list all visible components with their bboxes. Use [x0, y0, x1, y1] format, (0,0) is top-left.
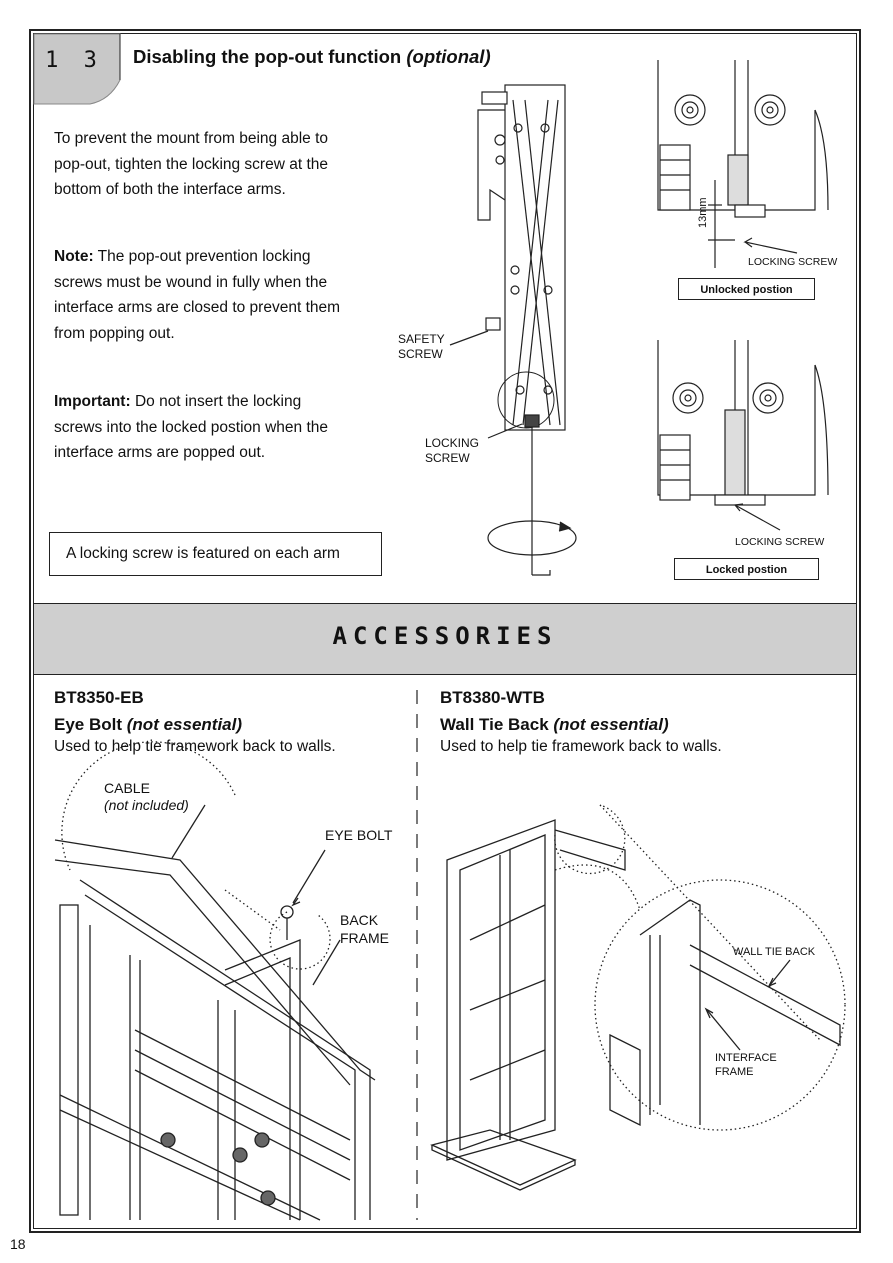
dimension-label: 13mm	[697, 197, 709, 228]
page-number: 18	[10, 1236, 26, 1252]
locking-screw-label: LOCKING SCREW	[425, 436, 479, 466]
important-label: Important:	[54, 393, 131, 410]
instruction-paragraph: To prevent the mount from being able to …	[54, 130, 328, 198]
safety-screw-label-line1: SAFETY	[398, 332, 445, 346]
important-paragraph: Important: Do not insert the locking scr…	[54, 389, 344, 466]
cable-label-text: CABLE	[104, 780, 150, 796]
unlocked-caption: Unlocked postion	[678, 278, 815, 300]
locking-screw-label-line1: LOCKING	[425, 436, 480, 450]
cable-label: CABLE (not included)	[104, 780, 189, 814]
locking-screw-label-line2: SCREW	[425, 451, 470, 465]
eye-bolt-description: Used to help tie framework back to walls…	[54, 738, 336, 755]
locked-caption: Locked postion	[674, 558, 819, 580]
back-frame-label-line2: FRAME	[340, 930, 389, 946]
eye-bolt-qualifier: (not essential)	[126, 715, 243, 734]
page-outer-border	[29, 29, 861, 1233]
wall-tie-back-code: BT8380-WTB	[440, 688, 545, 707]
step-title: Disabling the pop-out function (optional…	[133, 46, 491, 68]
interface-frame-label-line1: INTERFACE	[715, 1052, 777, 1064]
eye-bolt-name-text: Eye Bolt	[54, 715, 123, 734]
wall-tie-back-qualifier: (not essential)	[553, 715, 669, 734]
wall-tie-back-description: Used to help tie framework back to walls…	[440, 738, 722, 755]
eye-bolt-label: EYE BOLT	[325, 827, 393, 843]
step-number: 1 3	[45, 48, 103, 73]
locking-screw-bottom-label: LOCKING SCREW	[735, 536, 825, 548]
interface-frame-label: INTERFACE FRAME	[715, 1051, 777, 1079]
eye-bolt-code: BT8350-EB	[54, 688, 144, 707]
step-title-optional: (optional)	[406, 46, 491, 67]
note-text: The pop-out prevention locking screws mu…	[54, 248, 341, 342]
back-frame-label: BACK FRAME	[340, 911, 389, 947]
safety-screw-label: SAFETY SCREW	[398, 332, 445, 362]
page-inner-border	[33, 33, 857, 1229]
safety-screw-label-line2: SCREW	[398, 347, 443, 361]
back-frame-label-line1: BACK	[340, 912, 379, 928]
callout-box: A locking screw is featured on each arm	[49, 532, 382, 576]
note-paragraph: Note: The pop-out prevention locking scr…	[54, 244, 344, 346]
wall-tie-back-name: Wall Tie Back (not essential)	[440, 715, 669, 735]
locking-screw-top-label: LOCKING SCREW	[748, 256, 838, 268]
wall-tie-back-label: WALL TIE BACK	[733, 946, 816, 958]
cable-not-included: (not included)	[104, 797, 189, 813]
wall-tie-back-name-text: Wall Tie Back	[440, 715, 549, 734]
interface-frame-label-line2: FRAME	[715, 1066, 754, 1078]
accessories-heading: ACCESSORIES	[332, 622, 558, 650]
step-title-main: Disabling the pop-out function	[133, 46, 402, 67]
eye-bolt-name: Eye Bolt (not essential)	[54, 715, 242, 735]
note-label: Note:	[54, 248, 94, 265]
important-text: Do not insert the locking screws into th…	[54, 393, 328, 461]
accessories-bar	[34, 603, 856, 675]
